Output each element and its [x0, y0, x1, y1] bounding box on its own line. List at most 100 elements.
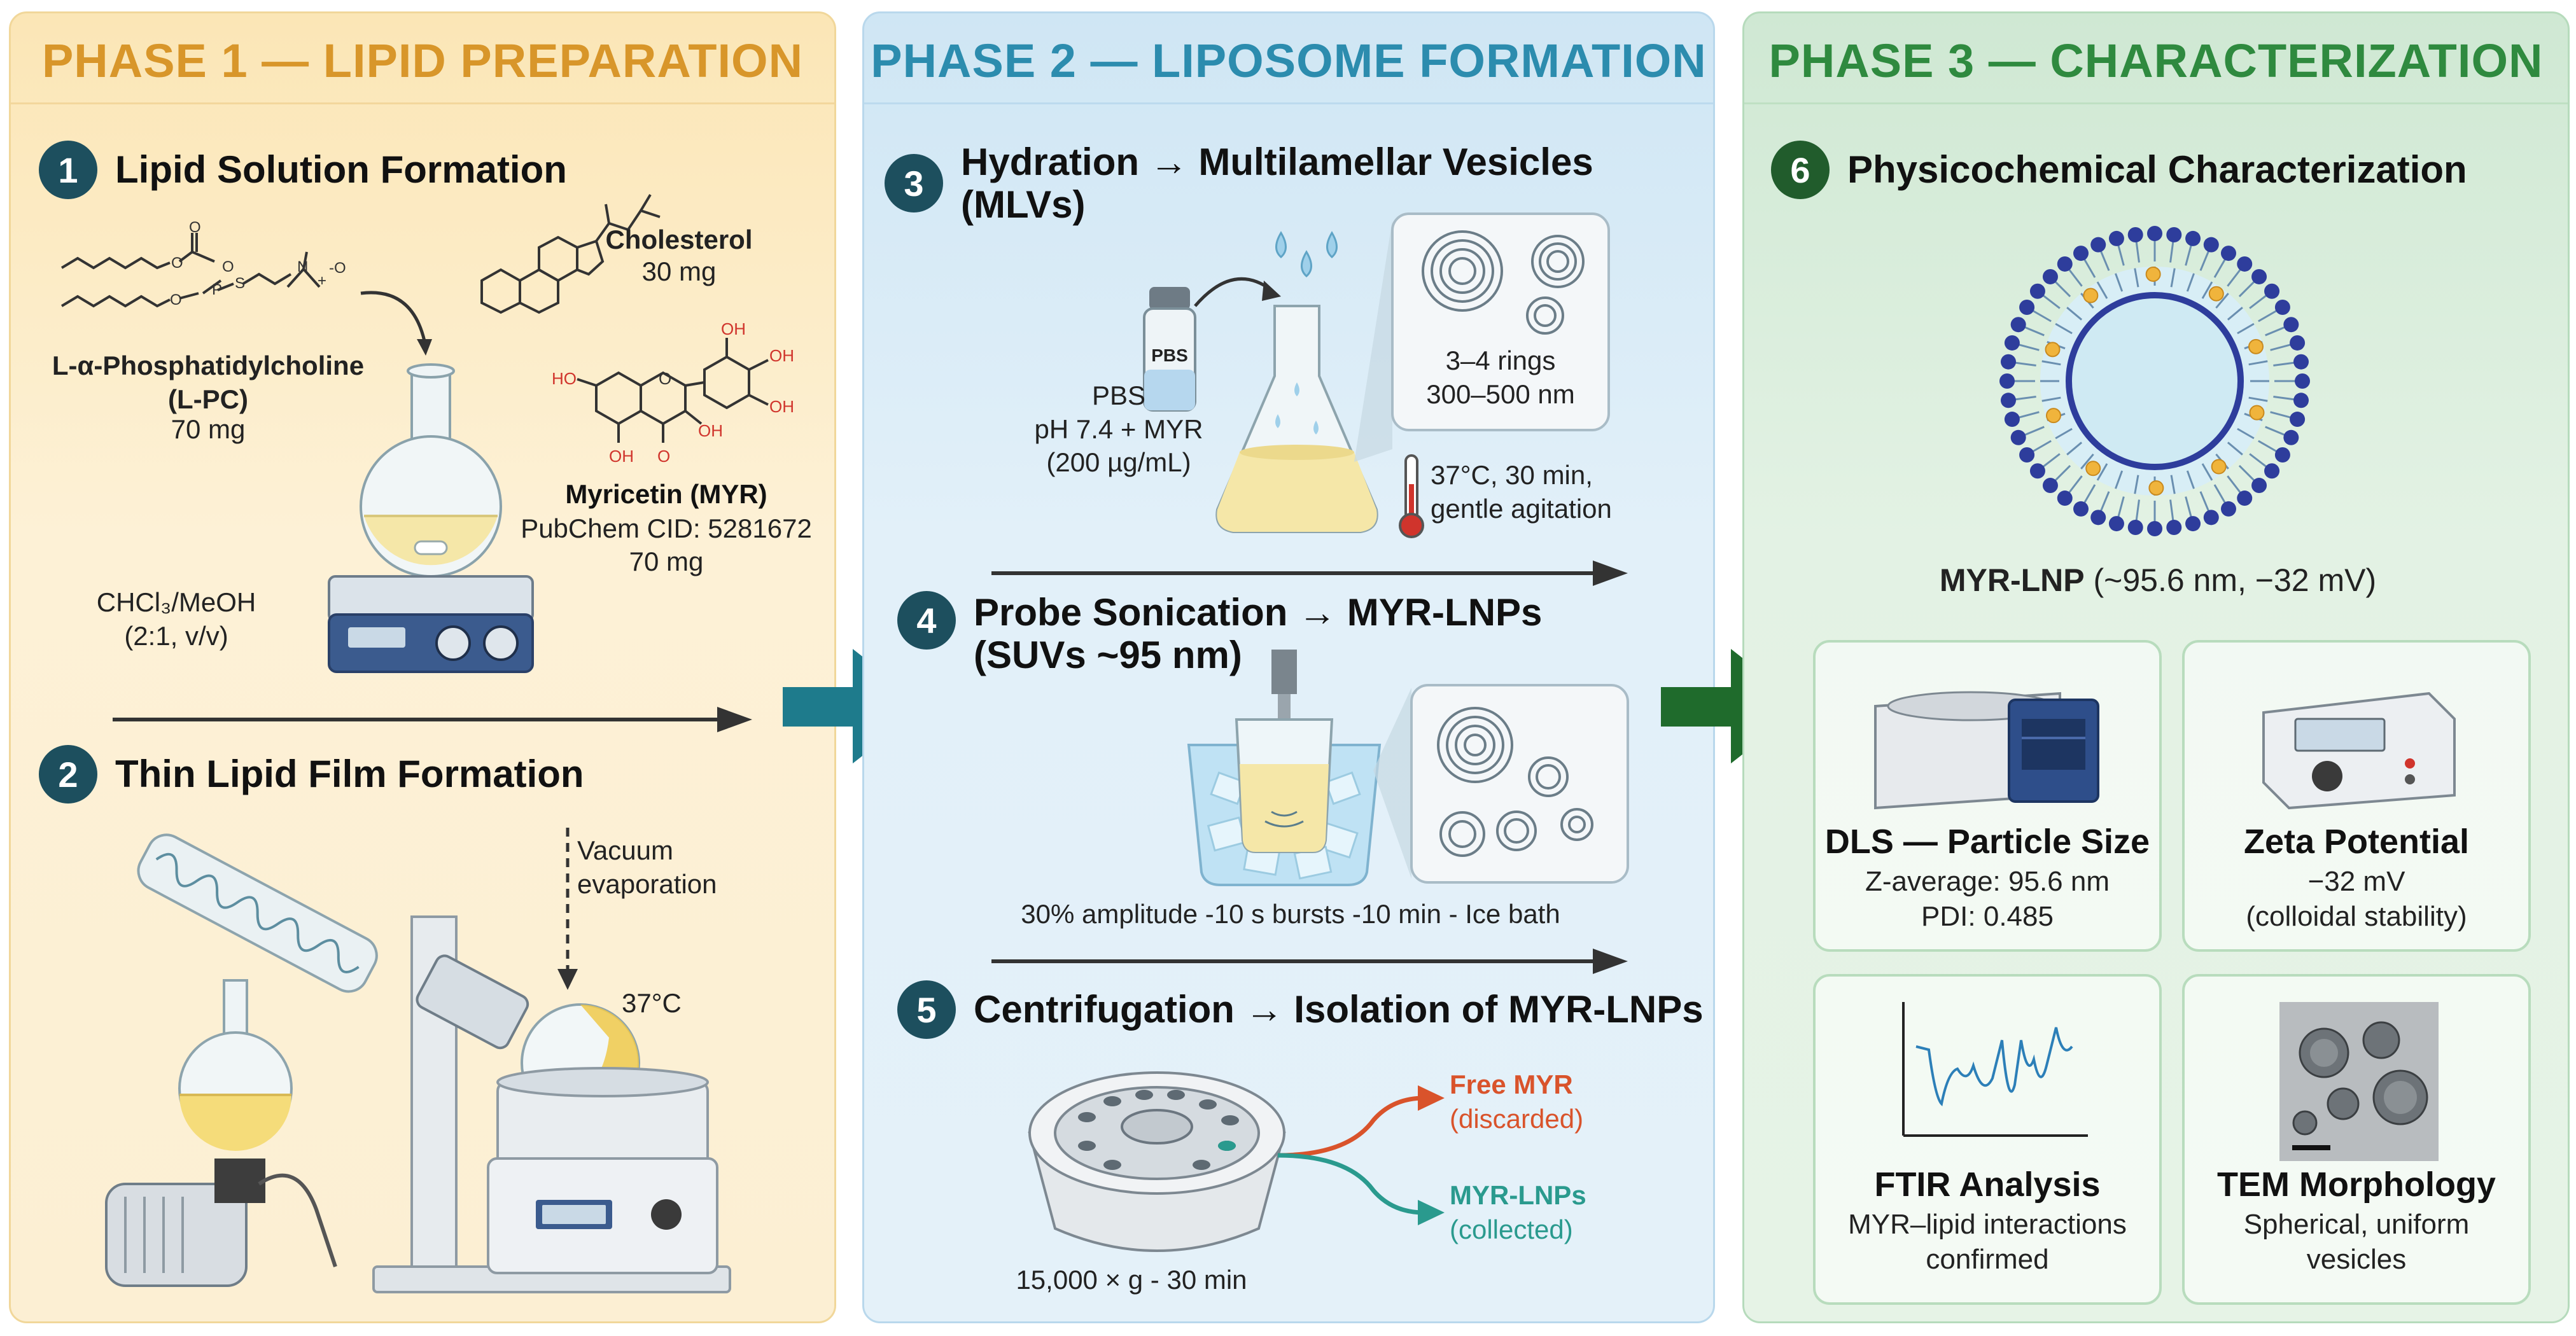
step2-header: 2 Thin Lipid Film Formation [39, 745, 584, 804]
step4-number: 4 [897, 591, 956, 650]
zeta-stability-note: (colloidal stability) [2246, 901, 2467, 932]
water-droplets-icon [1275, 231, 1338, 277]
centrifuge-icon [1028, 1071, 1286, 1252]
vacuum-arrow-icon [557, 828, 578, 990]
add-pbs-arrow-icon [1194, 277, 1281, 307]
zeta-values: −32 mV (colloidal stability) [2185, 864, 2528, 934]
phase3-title: PHASE 3 — CHARACTERIZATION [1768, 34, 2544, 87]
phase2-header-divider [864, 102, 1713, 104]
svg-text:O: O [171, 254, 183, 272]
cholesterol-name: Cholesterol [605, 225, 753, 254]
step6-header: 6 Physicochemical Characterization [1771, 141, 2467, 199]
erlenmeyer-flask-icon [1215, 305, 1378, 533]
lpc-name-line1: L-α-Phosphatidylcholine [52, 351, 365, 380]
phase1-title: PHASE 1 — LIPID PREPARATION [41, 34, 804, 87]
conditions-line1: 37°C, 30 min, [1431, 460, 1593, 490]
svg-text:O: O [222, 258, 234, 275]
step5-header: 5 Centrifugation → Isolation of MYR-LNPs [897, 980, 1704, 1039]
dls-instrument-icon [1874, 691, 2099, 810]
step6-number: 6 [1771, 141, 1830, 199]
svg-text:OH: OH [698, 421, 723, 440]
pbs-vial-label: PBS [1151, 345, 1188, 365]
step2-title: Thin Lipid Film Formation [115, 753, 584, 796]
step1-title: Lipid Solution Formation [115, 148, 567, 191]
svg-text:+: + [318, 272, 326, 289]
pbs-line2: pH 7.4 + MYR [1034, 414, 1203, 444]
step4-title: Probe Sonication → MYR-LNPs (SUVs ~95 nm… [974, 591, 1542, 676]
myricetin-cid: PubChem CID: 5281672 [521, 513, 812, 543]
lpc-label: L-α-Phosphatidylcholine (L-PC) [30, 349, 386, 416]
thermometer-icon [1399, 454, 1424, 538]
step4-title-line2: (SUVs ~95 nm) [974, 634, 1242, 677]
phase1-panel: PHASE 1 — LIPID PREPARATION 1 Lipid Solu… [9, 11, 836, 1323]
phase2-title: PHASE 2 — LIPOSOME FORMATION [871, 34, 1707, 87]
dls-card: DLS — Particle Size Z-average: 95.6 nm P… [1813, 640, 2162, 952]
zeta-analyzer-icon [2262, 692, 2456, 810]
dls-values: Z-average: 95.6 nm PDI: 0.485 [1816, 864, 2159, 934]
tem-findings: Spherical, uniform vesicles [2185, 1207, 2528, 1277]
dls-pdi: PDI: 0.485 [1921, 901, 2054, 932]
phase3-header-divider [1744, 102, 2568, 104]
collected-lnp-status: (collected) [1450, 1214, 1573, 1244]
step1-number: 1 [39, 141, 97, 199]
ftir-line2: confirmed [1926, 1244, 2049, 1275]
pbs-description: PBS pH 7.4 + MYR (200 µg/mL) [998, 379, 1240, 480]
svg-text:N: N [297, 258, 308, 275]
centrifugation-parameters: 15,000 × g ‐ 30 min [1016, 1265, 1247, 1295]
step2-number: 2 [39, 745, 97, 804]
sonication-parameters: 30% amplitude ‐10 s bursts ‐10 min ‐ Ice… [1021, 899, 1560, 929]
mlv-ring-description: 3–4 rings 300–500 nm [1392, 344, 1609, 411]
ftir-line1: MYR–lipid interactions [1848, 1209, 2127, 1240]
phase1-flow-arrow-icon [113, 707, 752, 732]
phase2-panel: PHASE 2 — LIPOSOME FORMATION 3 Hydration… [862, 11, 1715, 1323]
round-bottom-flask-on-stirrer-icon [328, 363, 534, 673]
step4-header: 4 Probe Sonication → MYR-LNPs (SUVs ~95 … [897, 591, 1542, 676]
step5-number: 5 [897, 980, 956, 1039]
tem-line2: vesicles [2306, 1244, 2407, 1275]
dls-z-average: Z-average: 95.6 nm [1865, 866, 2110, 897]
free-myr-status: (discarded) [1450, 1104, 1584, 1134]
myricetin-amount: 70 mg [629, 546, 704, 576]
solvent-label: CHCl₃/MeOH (2:1, v/v) [81, 586, 272, 653]
vacuum-label: Vacuum evaporation [577, 834, 755, 901]
lpc-amount: 70 mg [171, 414, 246, 444]
cholesterol-amount: 30 mg [641, 256, 717, 286]
add-lipid-arrow-icon [360, 291, 432, 356]
lnp-summary: MYR-LNP (~95.6 nm, −32 mV) [1744, 560, 2572, 601]
cholesterol-structure-icon [480, 193, 661, 314]
svg-text:O: O [170, 291, 182, 309]
phase1-header-divider [11, 102, 834, 104]
rotary-evaporator-icon [105, 833, 731, 1293]
svg-text:O: O [189, 219, 201, 236]
solvent-line2: (2:1, v/v) [124, 620, 228, 651]
vacuum-line2: evaporation [577, 868, 717, 899]
probe-sonicator-ice-bath-icon [1187, 650, 1382, 886]
zeta-title: Zeta Potential [2243, 823, 2470, 861]
ftir-card: FTIR Analysis MYR–lipid interactions con… [1813, 974, 2162, 1305]
collected-lnp-label: MYR-LNPs [1450, 1180, 1586, 1210]
free-myr-label: Free MYR [1450, 1069, 1573, 1099]
svg-text:O: O [657, 447, 670, 466]
svg-text:OH: OH [769, 346, 794, 365]
svg-text:OH: OH [769, 397, 794, 416]
zeta-card: Zeta Potential −32 mV (colloidal stabili… [2182, 640, 2531, 952]
svg-text:O: O [659, 369, 671, 388]
rings-line1: 3–4 rings [1445, 345, 1556, 375]
pbs-line3: (200 µg/mL) [1046, 447, 1191, 477]
phase2-flow-arrow-1-icon [991, 560, 1628, 586]
pbs-vial-icon [1143, 287, 1196, 412]
myricetin-name: Myricetin (MYR) [565, 479, 767, 509]
lnp-properties: (~95.6 nm, −32 mV) [2084, 562, 2377, 598]
svg-text:S: S [235, 275, 245, 292]
step1-header: 1 Lipid Solution Formation [39, 141, 567, 199]
step6-title: Physicochemical Characterization [1847, 148, 2467, 191]
mlv-zoom-callout-icon [1354, 212, 1610, 462]
lpc-name-line2: (L-PC) [168, 384, 248, 414]
conditions-line2: gentle agitation [1431, 493, 1612, 524]
step3-title: Hydration → Multilamellar Vesicles (MLVs… [961, 141, 1593, 226]
svg-text:-O: -O [329, 260, 346, 277]
step3-number: 3 [885, 154, 943, 213]
svg-text:OH: OH [609, 447, 634, 466]
